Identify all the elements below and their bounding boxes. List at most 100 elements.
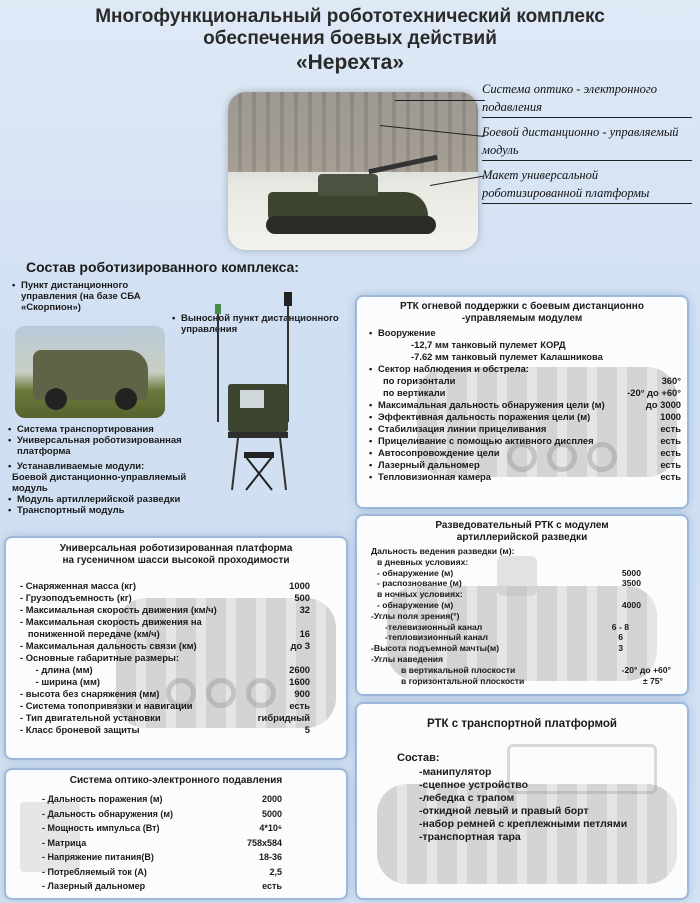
spec-row: по вертикали-20° до +60° — [383, 387, 681, 398]
recon-mast-ghost — [497, 556, 537, 596]
wheel-ghost — [246, 678, 276, 708]
hero-label-platform: Макет универсальной роботизированной пла… — [482, 166, 692, 204]
tank-track — [266, 216, 436, 234]
spec-row: - высота без снаряжения (мм)900 — [20, 688, 310, 699]
spec-row: - Потребляемый ток (А)2,5 — [42, 866, 282, 877]
module-item: Модуль артиллерийской разведки — [8, 494, 203, 505]
spec-row: - обнаружение (м)4000 — [377, 599, 641, 610]
transport-item: -откидной левый и правый борт — [419, 805, 589, 817]
spec-row: в дневных условиях: — [377, 556, 469, 567]
hero-tank-photo — [228, 92, 478, 250]
composition-list: Система транспортирования Универсальная … — [8, 424, 203, 516]
spec-label: Вооружение — [369, 327, 681, 339]
recon-title: Разведовательный РТК с модулем артиллери… — [435, 520, 609, 543]
remote-control-station — [210, 292, 300, 492]
cargo-rack-ghost — [507, 744, 657, 794]
transport-item: -сцепное устройство — [419, 779, 529, 791]
composition-heading: Состав роботизированного комплекса: — [26, 259, 299, 275]
spec-row: - Мощность импульса (Вт)4*10⁶ — [42, 823, 282, 833]
title-line-3: «Нерехта» — [295, 51, 405, 74]
composition-item: Система транспортирования — [8, 424, 203, 435]
transport-item: -транспортная тара — [419, 831, 521, 843]
transport-list: Состав: -манипулятор -сцепное устройство… — [397, 752, 627, 844]
spec-row: - Максимальная скорость движения (км/ч)3… — [20, 604, 310, 615]
pointer-line — [395, 100, 485, 101]
control-point-item: Пункт дистанционного управления (на базе… — [12, 280, 172, 313]
spec-item: -12,7 мм танковый пулемет КОРД — [411, 339, 566, 350]
tank-turret — [318, 174, 378, 196]
spec-row: Дальность ведения разведки (м): — [371, 546, 515, 556]
oep-panel: Система оптико-электронного подавления -… — [6, 770, 346, 898]
fire-support-specs: Вооружение -12,7 мм танковый пулемет КОР… — [369, 327, 681, 483]
composition-item: Устанавливаемые модули: — [8, 461, 203, 472]
spec-row: - Грузоподъемность (кг)500 — [20, 592, 310, 603]
wheel-ghost — [206, 678, 236, 708]
recon-specs: Дальность ведения разведки (м): в дневны… — [371, 546, 671, 686]
recon-panel: Разведовательный РТК с модулем артиллери… — [357, 516, 687, 694]
spec-row: - Дальность поражения (м)2000 — [42, 794, 282, 804]
module-item: Транспортный модуль — [8, 505, 203, 516]
oep-specs: - Дальность поражения (м)2000 - Дальност… — [42, 792, 282, 894]
oep-title: Система оптико-электронного подавления — [69, 775, 283, 786]
spec-row: -Углы поля зрения(°) — [371, 610, 460, 621]
spec-row: - распознование (м)3500 — [377, 578, 641, 589]
transport-item: -набор ремней с креплежными петлями — [419, 818, 628, 830]
spec-row: - ширина (мм)1600 — [20, 676, 310, 687]
composition-item: Универсальная роботизированная платформа — [8, 435, 203, 457]
platform-specs: - Снаряженная масса (кг)1000 - Грузоподъ… — [20, 580, 310, 736]
spec-row: Прицеливание с помощью активного дисплея… — [369, 435, 681, 447]
transport-title: РТК с транспортной платформой — [427, 718, 617, 730]
spec-row: в горизонтальной плоскости± 75° — [401, 675, 663, 686]
oep-device-ghost — [20, 802, 80, 872]
fire-support-title: РТК огневой поддержки с боевым дистанцио… — [400, 301, 644, 324]
control-station-drawing — [215, 292, 292, 491]
platform-panel: Универсальная роботизированная платформа… — [6, 538, 346, 758]
spec-row: -Углы наведения — [371, 653, 444, 664]
spec-item: -7.62 мм танковый пулемет Калашникова — [411, 351, 603, 362]
scorpion-vehicle-photo — [15, 326, 165, 418]
platform-title: Универсальная роботизированная платформа… — [59, 543, 293, 566]
spec-row: - Максимальная дальность связи (км)до 3 — [20, 640, 310, 651]
vehicle-wheel — [115, 388, 137, 410]
title-line-1: Многофункциональный робототехнический ко… — [95, 6, 605, 27]
spec-row: пониженной передаче (км/ч)16 — [20, 628, 310, 639]
spec-row: - длина (мм)2600 — [20, 664, 310, 675]
spec-row: Максимальная дальность обнаружения цели … — [369, 399, 681, 411]
hero-label-oep: Система оптико - электронного подавления — [482, 80, 692, 118]
wheel-ghost — [166, 678, 196, 708]
module-item: Боевой дистанционно-управляемый модуль — [12, 472, 187, 494]
transport-item: -манипулятор — [419, 766, 492, 778]
recon-ghost-image — [387, 586, 657, 681]
remote-point-item: Выносной пункт дистанционного управления — [172, 313, 347, 335]
hero-labels: Система оптико - электронного подавления… — [482, 80, 692, 209]
vehicle-wheel — [45, 388, 67, 410]
spec-row: -Высота подъемной мачты(м)3 — [371, 643, 623, 654]
spec-row: Эффективная дальность поражения цели (м)… — [369, 411, 681, 423]
spec-row: - Снаряженная масса (кг)1000 — [20, 580, 310, 591]
spec-row: - Максимальная скорость движения на — [20, 616, 202, 627]
spec-row: - обнаружение (м)5000 — [377, 567, 641, 578]
fire-support-panel: РТК огневой поддержки с боевым дистанцио… — [357, 297, 687, 507]
spec-row: в вертикальной плоскости-20° до +60° — [401, 664, 671, 675]
transport-sostav-label: Состав: — [397, 752, 440, 764]
spec-row: - Дальность обнаружения (м)5000 — [42, 808, 282, 819]
spec-row: - Основные габаритные размеры: — [20, 652, 180, 663]
transport-ghost-image — [377, 784, 677, 884]
title-line-2: обеспечения боевых действий — [203, 28, 497, 49]
transport-item: -лебедка с трапом — [419, 792, 515, 804]
spec-row: - Напряжение питания(В)18-36 — [42, 852, 282, 862]
transport-panel: РТК с транспортной платформой Состав: -м… — [357, 704, 687, 898]
hero-label-module: Боевой дистанционно - управляемый модуль — [482, 123, 692, 161]
